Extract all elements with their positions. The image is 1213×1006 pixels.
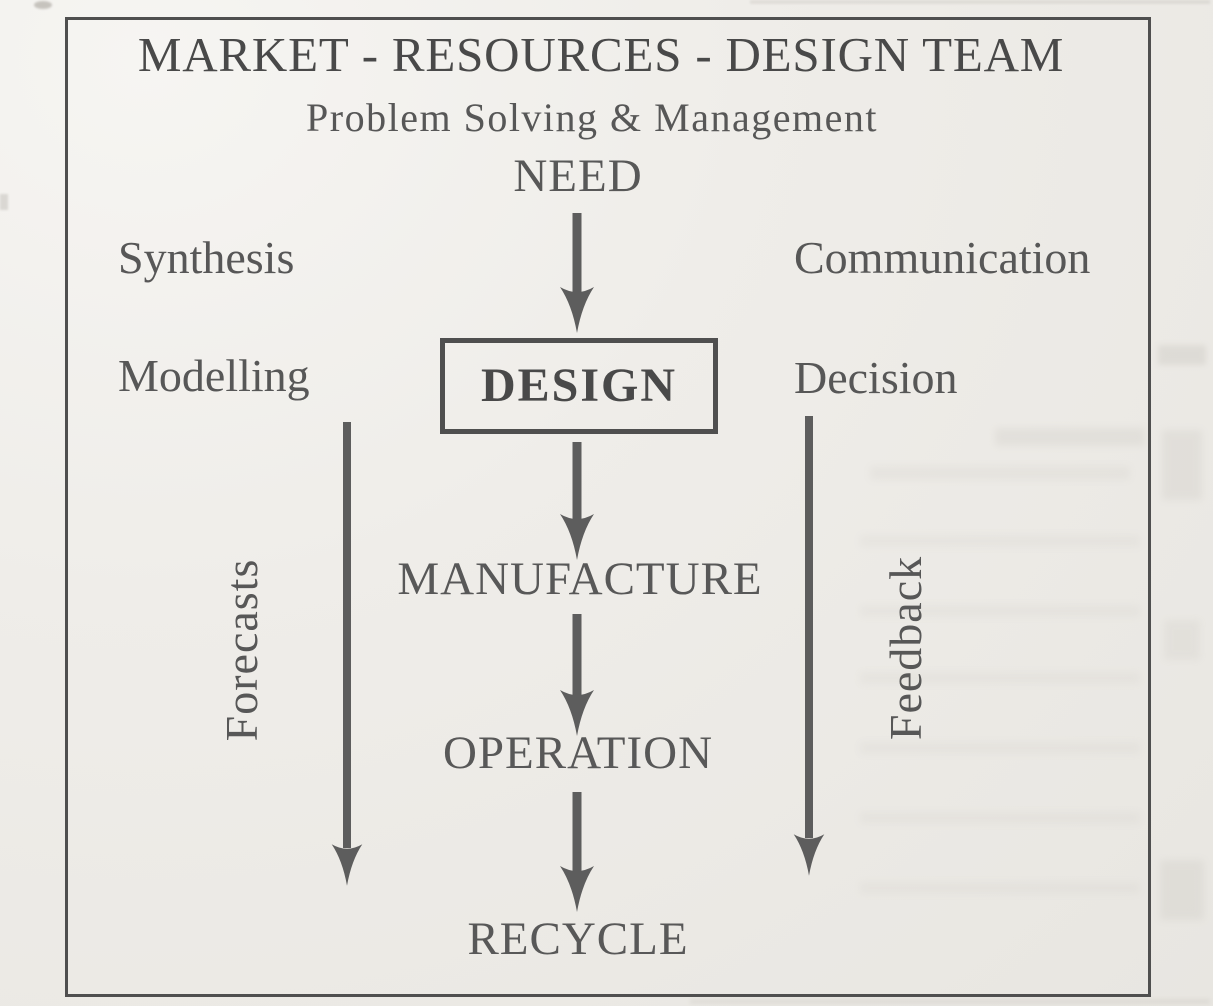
feedback-arrow <box>793 416 825 876</box>
diagram-frame <box>65 17 1151 997</box>
node-recycle: RECYCLE <box>467 913 689 965</box>
scan-artifact <box>750 0 1210 4</box>
scan-artifact <box>1160 860 1204 920</box>
operation-to-recycle-arrow <box>560 792 594 912</box>
scan-artifact <box>690 999 1210 1004</box>
node-manufacture: MANUFACTURE <box>397 553 763 605</box>
scan-artifact <box>1158 345 1206 365</box>
node-design: DESIGN <box>480 359 678 412</box>
forecasts-arrow <box>331 422 363 886</box>
label-communication: Communication <box>794 232 1091 283</box>
diagram-subtitle: Problem Solving & Management <box>306 95 878 140</box>
design-box: DESIGN <box>440 338 718 434</box>
need-to-design-arrow <box>560 213 594 333</box>
design-to-manufacture-arrow <box>560 442 594 560</box>
scan-artifact <box>34 1 52 9</box>
scan-artifact <box>1164 620 1200 660</box>
scan-artifact <box>0 194 8 210</box>
scan-artifact <box>1162 430 1202 500</box>
manufacture-to-operation-arrow <box>560 614 594 736</box>
diagram-title: MARKET - RESOURCES - DESIGN TEAM <box>137 27 1065 82</box>
label-decision: Decision <box>794 352 958 403</box>
label-synthesis: Synthesis <box>118 232 295 283</box>
label-forecasts: Forecasts <box>216 558 267 742</box>
label-feedback: Feedback <box>880 555 931 741</box>
node-operation: OPERATION <box>442 727 714 779</box>
node-need: NEED <box>513 150 643 202</box>
label-modelling: Modelling <box>118 350 310 401</box>
